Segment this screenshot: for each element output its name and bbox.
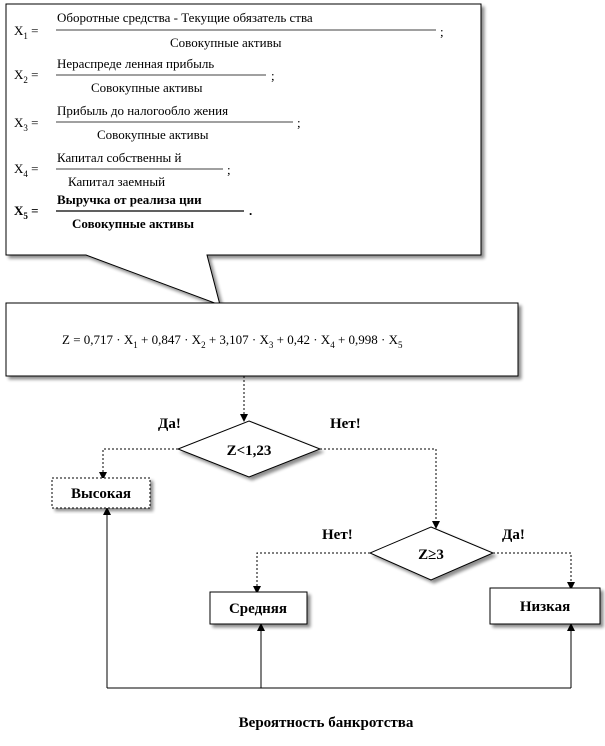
connectors [99,376,575,594]
svg-text:;: ; [227,162,231,177]
svg-text:X1 =: X1 = [14,23,38,41]
formula-callout [5,3,482,306]
svg-text:Прибыль до налогообло же: Прибыль до налогообло жения [57,103,228,118]
svg-text:Капитал собственны й: Капитал собственны й [57,150,182,165]
outcome-low-label: Низкая [520,599,570,615]
svg-text:Совокупные активы: Совокупные активы [97,127,209,142]
svg-text:X3 =: X3 = [14,115,38,133]
arrow-decision2-no [253,552,370,594]
z-formula-box [5,302,519,377]
d2-no-label: Нет! [322,527,353,543]
outcome-medium-label: Средняя [229,601,287,617]
formula-x1: X1 = Оборотные средства - Текущие обязат… [14,10,444,50]
feedback-lines [103,507,575,689]
outcome-low-box [489,587,601,625]
d1-no-label: Нет! [330,416,361,432]
arrow-decision1-no [320,448,440,529]
formula-x5: X5 = Выручка от реализа ции Совокупные а… [14,192,252,231]
outcome-medium-box [209,591,308,625]
svg-text:X4 =: X4 = [14,161,38,179]
svg-text:;: ; [297,115,301,130]
decision2-label: Z≥3 [418,547,444,563]
d2-yes-label: Да! [502,527,525,543]
formula-x2: X2 = Нераспреде ленная прибыль Совокупны… [14,56,275,95]
outcome-high-label: Высокая [71,486,131,502]
svg-text:X2 =: X2 = [14,67,38,85]
svg-text:Выручка от реализа ции: Выручка от реализа ции [57,192,202,207]
svg-text:;: ; [271,68,275,83]
formula-x3: X3 = Прибыль до налогообло жения Совокуп… [14,103,301,142]
svg-text:Совокупные активы: Совокупные активы [91,80,203,95]
svg-text:Нераспреде ленная прибыль: Нераспреде ленная прибыль [57,56,214,71]
svg-text:Капитал заемный: Капитал заемный [68,174,165,189]
decision-z-lt-1-23 [176,420,322,478]
svg-text:Совокупные активы: Совокупные активы [170,35,282,50]
svg-text:;: ; [440,24,444,39]
d1-yes-label: Да! [158,416,181,432]
svg-text:X5 =: X5 = [14,203,39,221]
decision1-label: Z<1,23 [227,443,272,459]
svg-text:.: . [249,203,252,218]
formula-x4: X4 = Капитал собственны й Капитал заемны… [14,150,231,189]
arrow-decision1-yes [99,448,178,480]
outcome-high-box [51,477,151,509]
diagram-caption: Вероятность банкротства [239,715,414,731]
z-formula: Z = 0,717 · X1 + 0,847 · X2 + 3,107 · X3… [62,332,403,350]
svg-text:Оборотные средства - Тек: Оборотные средства - Текущие обязатель с… [57,10,313,25]
decision-z-ge-3 [368,526,495,581]
arrow-decision2-yes [493,552,575,590]
svg-text:Совокупные активы: Совокупные активы [72,216,194,231]
